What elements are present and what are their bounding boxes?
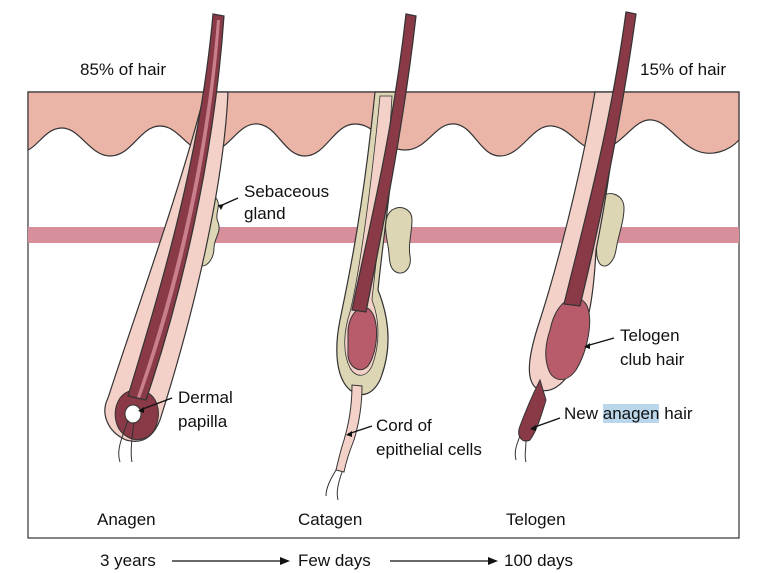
cord-label-line2: epithelial cells <box>376 440 482 460</box>
sebaceous-label-line1: Sebaceous <box>244 182 329 202</box>
dermal-label-line1: Dermal <box>178 388 233 408</box>
pct-telogen-label: 15% of hair <box>640 60 726 80</box>
club-label-line1: Telogen <box>620 326 680 346</box>
dermal-label-line2: papilla <box>178 412 227 432</box>
club-label-line2: club hair <box>620 350 684 370</box>
new-anagen-highlight: anagen <box>603 404 660 423</box>
stage-label-catagen: Catagen <box>298 510 362 530</box>
stage-label-telogen: Telogen <box>506 510 566 530</box>
new-anagen-label: New anagen hair <box>564 404 693 424</box>
timeline-anagen-duration: 3 years <box>100 551 156 571</box>
stage-label-anagen: Anagen <box>97 510 156 530</box>
new-anagen-suffix: hair <box>659 404 692 423</box>
timeline-catagen-duration: Few days <box>298 551 371 571</box>
new-anagen-prefix: New <box>564 404 603 423</box>
cord-label-line1: Cord of <box>376 416 432 436</box>
timeline-telogen-duration: 100 days <box>504 551 573 571</box>
pct-anagen-label: 85% of hair <box>80 60 166 80</box>
sebaceous-label-line2: gland <box>244 204 286 224</box>
